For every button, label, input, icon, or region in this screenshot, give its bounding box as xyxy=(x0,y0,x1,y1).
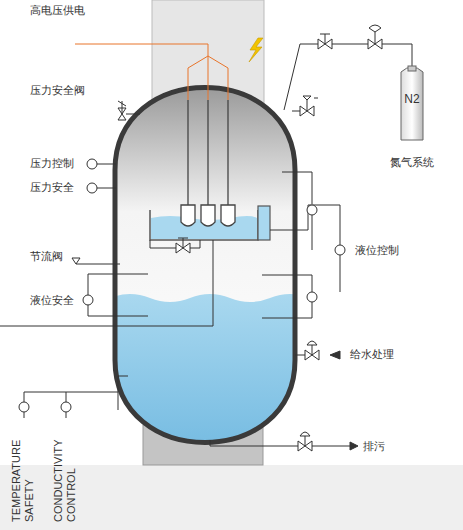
supply-label: 高电压供电 xyxy=(30,4,85,17)
control-label: 液位控制 xyxy=(355,244,399,257)
safety-label: 液位安全 xyxy=(30,294,74,307)
valve-label: 压力安全阀 xyxy=(30,84,85,97)
sensor-label: CONDUCTIVITY CONTROL xyxy=(52,424,77,522)
drain-label: 排污 xyxy=(363,440,385,453)
gas-cylinder: N2氮气系统 xyxy=(401,88,423,128)
cylinder-label: N2 xyxy=(404,92,419,106)
treatment-label: 给水处理 xyxy=(350,348,394,361)
safety-label: 压力安全 xyxy=(30,181,74,194)
sensor-label: TEMPERATURE SAFETY xyxy=(10,424,35,522)
control-label: 压力控制 xyxy=(30,157,74,170)
valve-label: 节流阀 xyxy=(30,250,63,263)
system-label: 氮气系统 xyxy=(390,156,434,169)
